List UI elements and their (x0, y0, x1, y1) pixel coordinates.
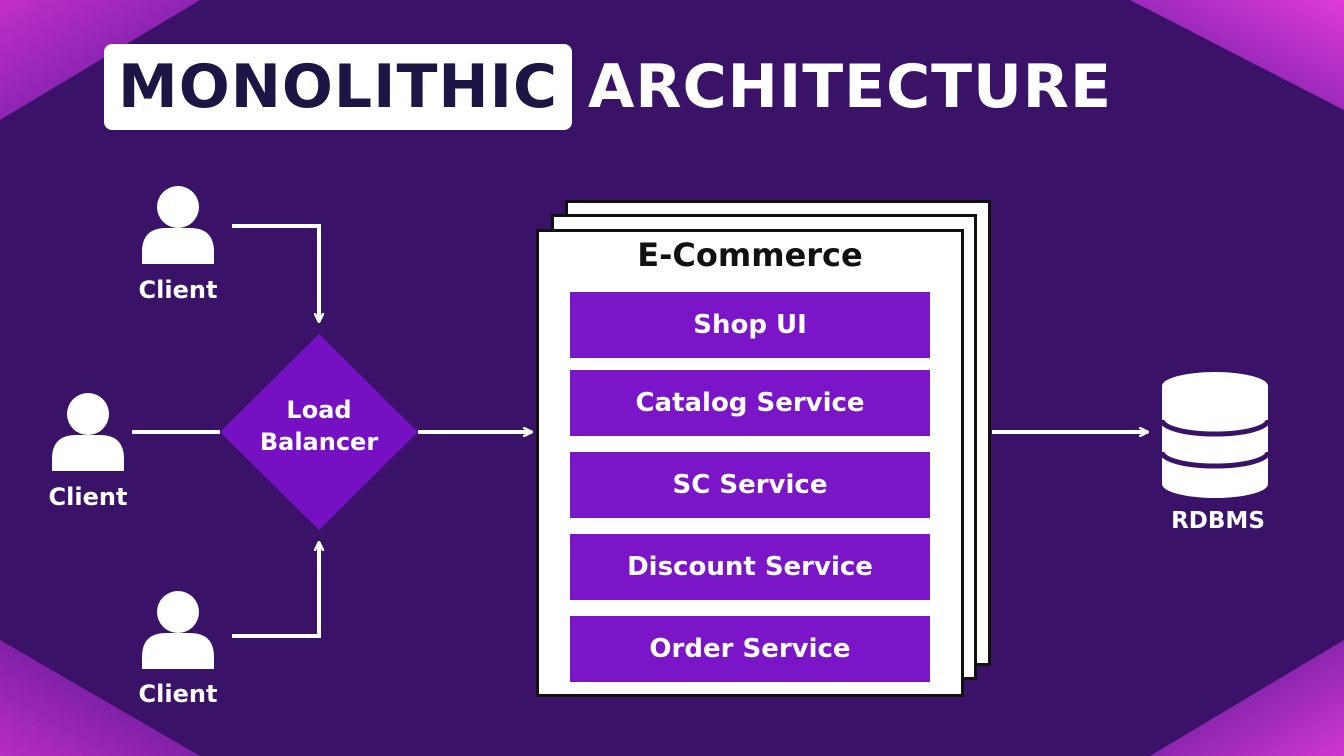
client-label: Client (138, 680, 218, 708)
client-label: Client (138, 276, 218, 304)
service-shop-ui: Shop UI (570, 292, 930, 358)
service-catalog: Catalog Service (570, 370, 930, 436)
load-balancer-label-line1: Load (286, 396, 352, 424)
load-balancer-label: Load Balancer (239, 394, 399, 458)
connector-top-client (232, 224, 319, 322)
client-label: Client (48, 483, 128, 511)
service-order: Order Service (570, 616, 930, 682)
service-discount: Discount Service (570, 534, 930, 600)
database-label: RDBMS (1171, 508, 1265, 534)
person-icon (52, 393, 124, 471)
title-rest: ARCHITECTURE (588, 52, 1112, 122)
connector-bottom-client (232, 542, 319, 638)
title-highlight: MONOLITHIC (104, 44, 572, 130)
person-icon (142, 591, 214, 669)
person-icon (142, 186, 214, 264)
app-title: E-Commerce (637, 236, 863, 274)
page-title: MONOLITHIC ARCHITECTURE (104, 44, 1112, 130)
load-balancer-shape (220, 334, 418, 530)
database-icon (1159, 372, 1271, 498)
load-balancer-label-line2: Balancer (259, 428, 379, 456)
service-sc: SC Service (570, 452, 930, 518)
